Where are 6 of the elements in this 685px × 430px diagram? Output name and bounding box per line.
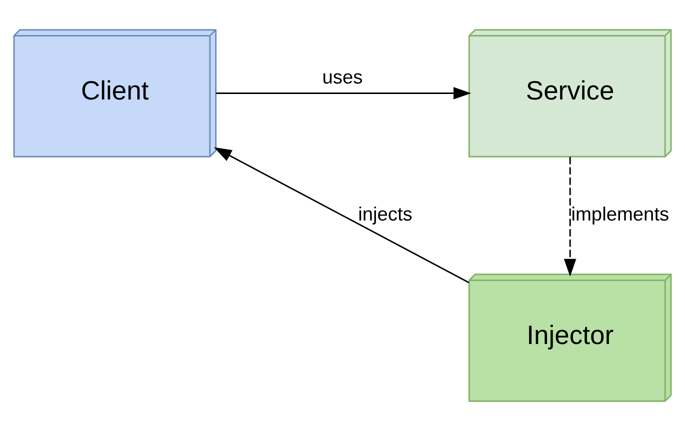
arrow <box>214 146 470 283</box>
arrow <box>564 156 576 276</box>
edge-label: implements <box>571 204 670 226</box>
edge-label: injects <box>358 204 412 226</box>
arrow <box>216 86 472 99</box>
edge-label: uses <box>322 67 363 88</box>
